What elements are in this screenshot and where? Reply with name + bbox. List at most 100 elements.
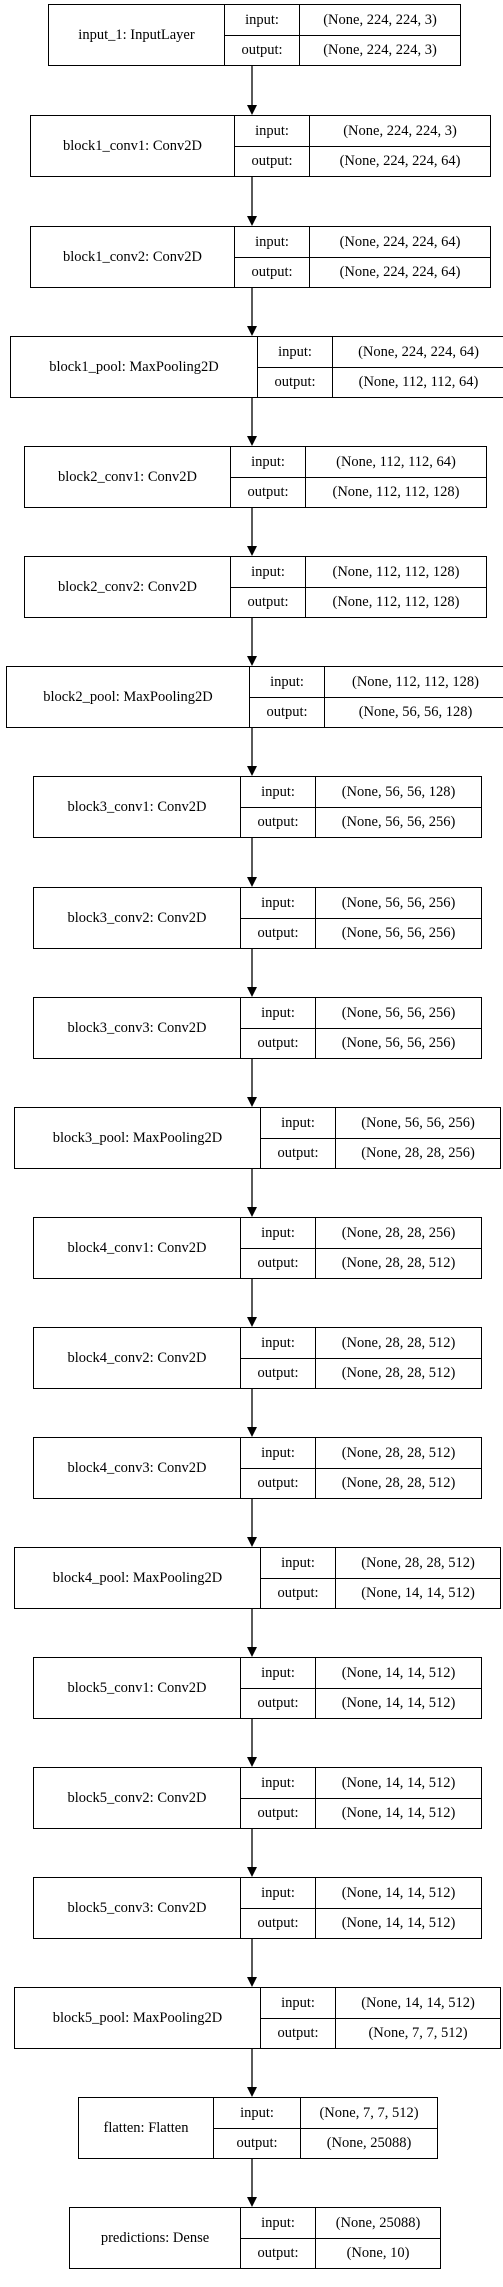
arrowhead-icon [247, 326, 257, 336]
input-shape: (None, 56, 56, 256) [341, 894, 456, 911]
input-label: input: [261, 1884, 295, 1901]
output-label: output: [241, 2237, 315, 2269]
layer-name: block5_conv2: Conv2D [34, 1768, 241, 1828]
input-shape: (None, 28, 28, 256) [341, 1224, 456, 1241]
output-label: output: [261, 1577, 335, 1609]
layer-name: block3_conv1: Conv2D [34, 777, 241, 837]
layer-name: block5_conv1: Conv2D [34, 1658, 241, 1718]
layer-name: block4_conv2: Conv2D [34, 1328, 241, 1388]
output-label: output: [225, 34, 299, 66]
layer-name: block4_conv1: Conv2D [34, 1218, 241, 1278]
output-label: output: [241, 1357, 315, 1389]
arrowhead-icon [247, 2197, 257, 2207]
layer-name: flatten: Flatten [79, 2098, 214, 2158]
input-label: input: [261, 1774, 295, 1791]
output-label: output: [241, 1797, 315, 1829]
output-shape: (None, 112, 112, 128) [306, 586, 486, 618]
arrowhead-icon [247, 2087, 257, 2097]
arrowhead-icon [247, 1977, 257, 1987]
layer-name: block4_pool: MaxPooling2D [15, 1548, 261, 1608]
layer-name: block5_pool: MaxPooling2D [15, 1988, 261, 2048]
arrowhead-icon [247, 1097, 257, 1107]
output-label: output: [241, 1907, 315, 1939]
input-label: input: [261, 783, 295, 800]
layer-node-block1-conv2: block1_conv2: Conv2D input: output:(None, … [30, 226, 491, 288]
layer-name: block2_conv1: Conv2D [25, 447, 231, 507]
layer-name: block4_conv3: Conv2D [34, 1438, 241, 1498]
arrowhead-icon [247, 766, 257, 776]
input-shape: (None, 112, 112, 64) [336, 453, 456, 470]
output-label: output: [231, 476, 305, 508]
output-label: output: [241, 1687, 315, 1719]
layer-name: block3_conv2: Conv2D [34, 888, 241, 948]
input-label: input: [281, 1554, 315, 1571]
arrowhead-icon [247, 1647, 257, 1657]
output-label: output: [231, 586, 305, 618]
layer-name: block5_conv3: Conv2D [34, 1878, 241, 1938]
output-shape: (None, 112, 112, 128) [306, 476, 486, 508]
output-label: output: [250, 696, 324, 728]
arrowhead-icon [247, 546, 257, 556]
layer-name: block3_conv3: Conv2D [34, 998, 241, 1058]
output-shape: (None, 28, 28, 512) [316, 1247, 481, 1279]
output-label: output: [261, 1137, 335, 1169]
input-label: input: [261, 1444, 295, 1461]
input-label: input: [261, 2214, 295, 2231]
input-shape: (None, 56, 56, 256) [361, 1114, 475, 1131]
input-shape: (None, 14, 14, 512) [341, 1664, 456, 1681]
input-label: input: [251, 563, 285, 580]
arrowhead-icon [247, 1757, 257, 1767]
arrowhead-icon [247, 216, 257, 226]
output-label: output: [235, 256, 309, 288]
arrowhead-icon [247, 1207, 257, 1217]
input-shape: (None, 28, 28, 512) [341, 1444, 456, 1461]
input-label: input: [255, 233, 289, 250]
input-label: input: [261, 1004, 295, 1021]
input-shape: (None, 28, 28, 512) [341, 1334, 456, 1351]
input-label: input: [270, 673, 304, 690]
input-shape: (None, 224, 224, 3) [343, 122, 457, 139]
output-shape: (None, 7, 7, 512) [336, 2017, 500, 2049]
output-shape: (None, 28, 28, 512) [316, 1357, 481, 1389]
arrowhead-icon [247, 105, 257, 115]
output-label: output: [214, 2127, 300, 2159]
input-shape: (None, 224, 224, 3) [323, 11, 437, 28]
output-label: output: [241, 1027, 315, 1059]
output-shape: (None, 224, 224, 64) [310, 256, 490, 288]
output-shape: (None, 14, 14, 512) [316, 1687, 481, 1719]
layer-name: block1_conv2: Conv2D [31, 227, 235, 287]
output-label: output: [241, 1467, 315, 1499]
arrowhead-icon [247, 987, 257, 997]
output-label: output: [241, 1247, 315, 1279]
output-label: output: [241, 917, 315, 949]
output-shape: (None, 10) [316, 2237, 440, 2269]
input-label: input: [261, 1664, 295, 1681]
arrowhead-icon [247, 1427, 257, 1437]
input-shape: (None, 56, 56, 128) [341, 783, 456, 800]
output-label: output: [235, 145, 309, 177]
output-shape: (None, 14, 14, 512) [316, 1907, 481, 1939]
layer-node-block4-conv3: block4_conv3: Conv2D input: output: (None, … [33, 1437, 482, 1499]
layer-node-block3-conv1: block3_conv1: Conv2D input: output: (None, … [33, 776, 482, 838]
input-shape: (None, 14, 14, 512) [341, 1884, 456, 1901]
input-label: input: [240, 2104, 274, 2121]
layer-name: block1_conv1: Conv2D [31, 116, 235, 176]
output-label: output: [241, 806, 315, 838]
output-shape: (None, 56, 56, 128) [325, 696, 503, 728]
arrowhead-icon [247, 436, 257, 446]
layer-name: block2_pool: MaxPooling2D [7, 667, 250, 727]
input-shape: (None, 112, 112, 128) [332, 563, 460, 580]
output-shape: (None, 56, 56, 256) [316, 917, 481, 949]
